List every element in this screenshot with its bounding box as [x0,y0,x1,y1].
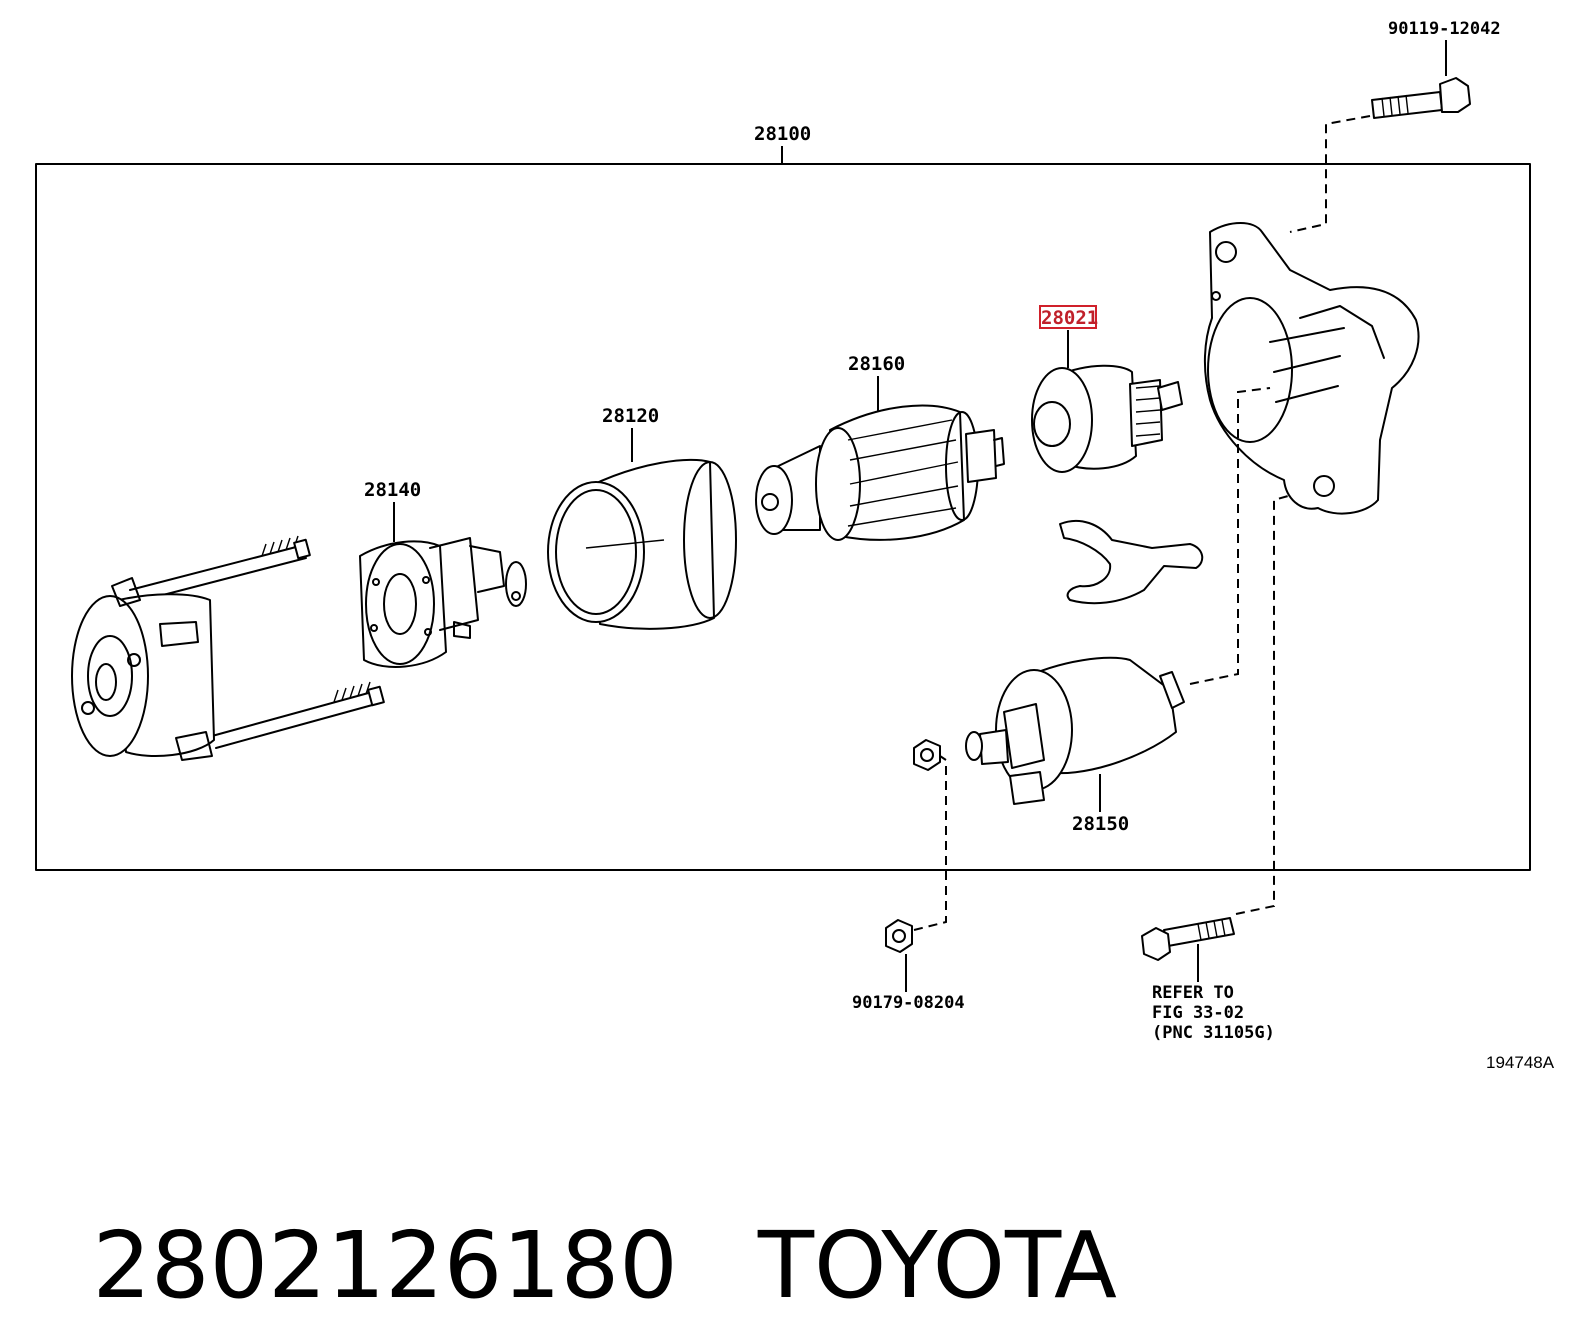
brand-name: TOYOTA [757,1212,1117,1319]
part-number: 2802126180 [92,1212,678,1319]
yoke-part: 28120 [547,405,737,630]
end-frame-part [71,535,385,761]
armature-part: 28160 [755,353,1005,541]
label-28021: 28021 [1041,307,1098,329]
bolt-top-part: 90119-12042 [1289,19,1501,233]
label-refer-line2: FIG 33-02 [1152,1003,1244,1023]
label-28140: 28140 [364,479,421,501]
label-90119-12042: 90119-12042 [1388,19,1501,39]
label-90179-08204: 90179-08204 [852,993,965,1013]
clutch-part: 28021 [1031,305,1183,473]
drive-housing-part [1203,222,1420,515]
label-28100: 28100 [754,123,811,145]
label-28160: 28160 [848,353,905,375]
label-28120: 28120 [602,405,659,427]
nut-outer-part: 90179-08204 [852,755,965,1013]
shift-lever-part [1059,519,1204,605]
solenoid-part: 28150 [965,656,1185,835]
highlight-box [1039,305,1097,329]
label-refer-line3: (PNC 31105G) [1152,1023,1275,1043]
figure-reference: 194748A [1486,1053,1555,1072]
nut-inner [913,739,941,771]
label-28150: 28150 [1072,813,1129,835]
label-refer-line1: REFER TO [1152,983,1234,1003]
footer-title: 2802126180 TOYOTA [34,1128,1118,1319]
bolt-lower-part: REFER TO FIG 33-02 (PNC 31105G) [1141,387,1289,1043]
brush-holder-part: 28140 [359,479,527,668]
